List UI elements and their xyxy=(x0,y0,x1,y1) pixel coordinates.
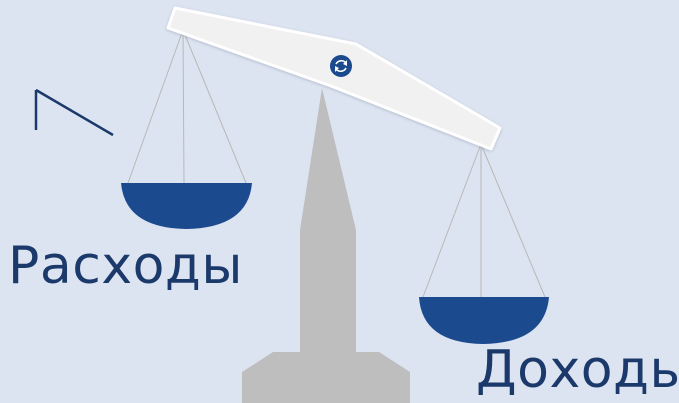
scale-beam[interactable] xyxy=(168,8,500,149)
income-label: Доходы xyxy=(476,344,679,396)
scale-stand xyxy=(242,88,410,403)
rotate-icon[interactable] xyxy=(330,55,352,77)
expenses-label: Расходы xyxy=(8,240,243,292)
left-pan xyxy=(121,183,252,229)
corner-mark-icon xyxy=(36,90,113,135)
right-pan-strings xyxy=(423,144,545,297)
right-pan xyxy=(419,297,549,344)
left-pan-strings xyxy=(128,30,246,183)
